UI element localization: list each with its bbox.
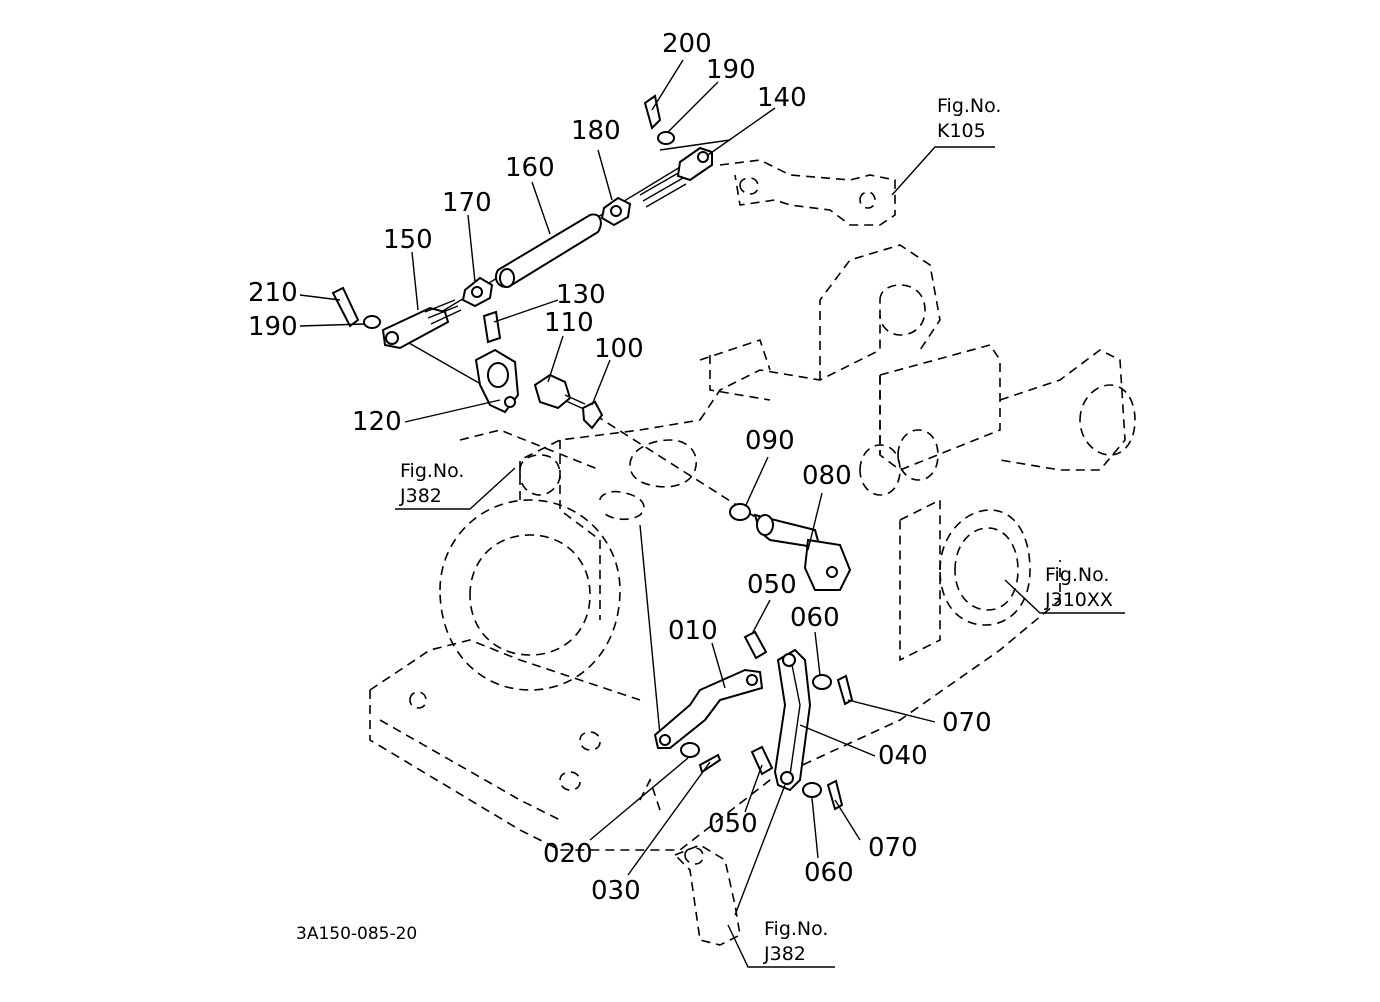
figure-ref-k105: Fig.No. K105 — [937, 94, 1001, 143]
callout-050-top: 050 — [747, 570, 797, 600]
callout-060-top: 060 — [790, 603, 840, 633]
callout-190-left: 190 — [248, 312, 298, 342]
callout-090: 090 — [745, 426, 795, 456]
figure-ref-j382-left-line1: Fig.No. — [400, 460, 465, 482]
figure-ref-j382-bottom-line1: Fig.No. — [764, 918, 829, 940]
figure-ref-k105-line2: K105 — [937, 119, 986, 142]
lever-assembly — [474, 310, 852, 591]
figure-ref-j382-left-line2: J382 — [400, 484, 442, 507]
figure-ref-j382-bottom-line2: J382 — [764, 942, 806, 965]
callout-070-bottom: 070 — [868, 833, 918, 863]
callout-150: 150 — [383, 225, 433, 255]
callout-080: 080 — [802, 461, 852, 491]
callout-030: 030 — [591, 876, 641, 906]
leader-lines — [299, 59, 1125, 968]
callout-040: 040 — [878, 741, 928, 771]
figure-ref-j382-bottom: Fig.No. J382 — [764, 917, 828, 966]
callout-010: 010 — [668, 616, 718, 646]
callout-170: 170 — [442, 188, 492, 218]
callout-140: 140 — [757, 83, 807, 113]
callout-050-bottom: 050 — [708, 809, 758, 839]
callout-060-bottom: 060 — [804, 858, 854, 888]
callout-200: 200 — [662, 29, 712, 59]
callout-130: 130 — [556, 280, 606, 310]
drawing-number: 3A150-085-20 — [296, 924, 418, 944]
callout-020: 020 — [543, 839, 593, 869]
figure-ref-j310xx-line1: Fig.No. — [1045, 564, 1110, 586]
rod-assembly — [331, 94, 713, 350]
callout-100: 100 — [594, 334, 644, 364]
callout-160: 160 — [505, 153, 555, 183]
link-assembly — [653, 630, 854, 811]
figure-ref-j310xx: Fig.No. J310XX — [1045, 563, 1113, 612]
callout-180: 180 — [571, 116, 621, 146]
figure-ref-j310xx-line2: J310XX — [1045, 588, 1113, 611]
callout-120: 120 — [352, 407, 402, 437]
figure-ref-j382-left: Fig.No. J382 — [400, 459, 464, 508]
callout-070-top: 070 — [942, 708, 992, 738]
housing-outline — [369, 159, 1136, 946]
figure-ref-k105-line1: Fig.No. — [937, 95, 1002, 117]
callout-110: 110 — [544, 308, 594, 338]
callout-210: 210 — [248, 278, 298, 308]
callout-190-top: 190 — [706, 55, 756, 85]
